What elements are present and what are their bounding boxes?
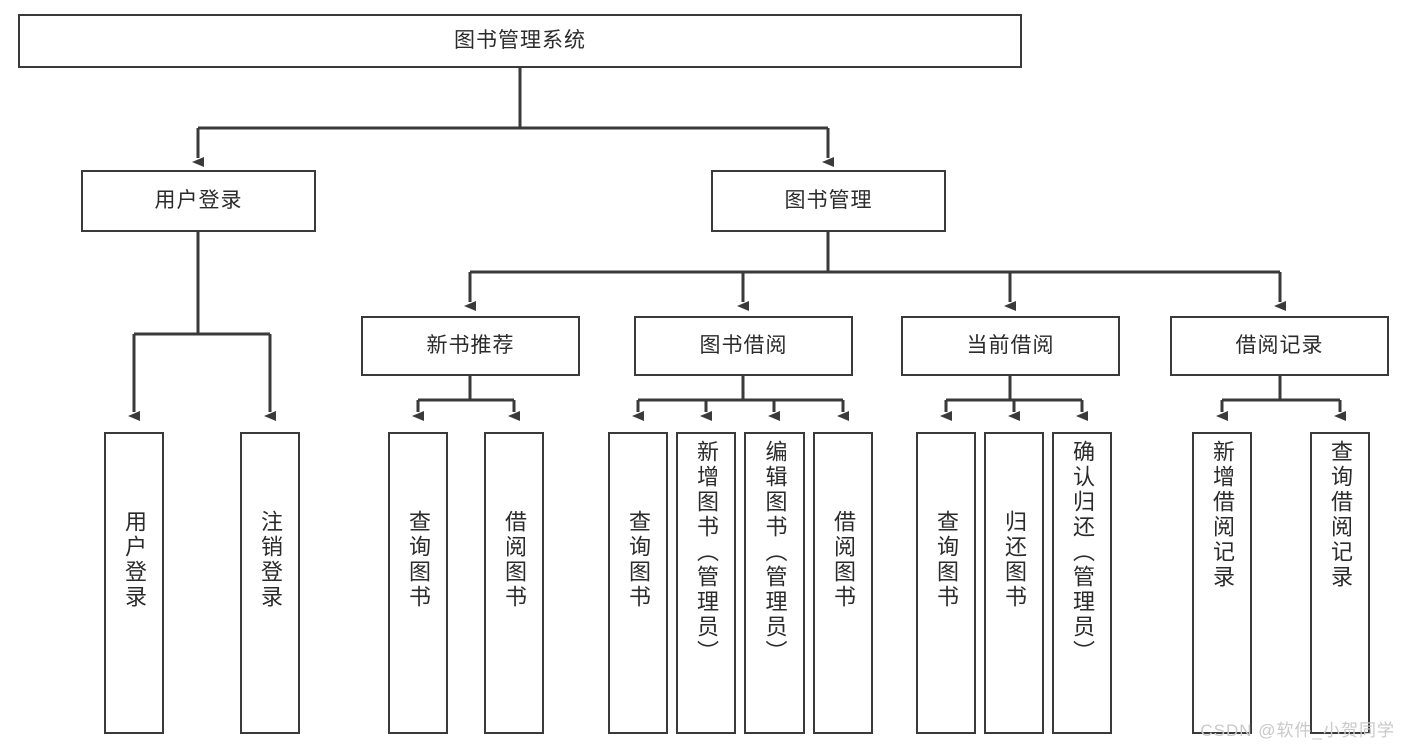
leaf-borrow-book-2[interactable]: 借阅图书: [813, 432, 873, 734]
leaf-borrow-book-2-label: 借阅图书: [831, 510, 856, 610]
leaf-user-login-label: 用户登录: [122, 510, 147, 610]
leaf-borrow-book-1[interactable]: 借阅图书: [484, 432, 544, 734]
node-user-login[interactable]: 用户登录: [81, 170, 316, 232]
node-user-login-label: 用户登录: [154, 188, 243, 212]
leaf-query-book-2-label: 查询图书: [626, 510, 651, 610]
node-book-borrow-label: 图书借阅: [699, 333, 788, 357]
leaf-query-book-2[interactable]: 查询图书: [608, 432, 668, 734]
node-current-borrow-label: 当前借阅: [966, 333, 1055, 357]
node-current-borrow[interactable]: 当前借阅: [901, 316, 1120, 376]
node-book-manage-label: 图书管理: [784, 188, 873, 212]
leaf-add-record[interactable]: 新增借阅记录: [1192, 432, 1252, 734]
leaf-add-book[interactable]: 新增图书（管理员）: [676, 432, 736, 734]
node-book-borrow[interactable]: 图书借阅: [634, 316, 853, 376]
node-borrow-record[interactable]: 借阅记录: [1170, 316, 1389, 376]
node-root-label: 图书管理系统: [454, 28, 586, 52]
leaf-query-record-label: 查询借阅记录: [1328, 440, 1353, 590]
leaf-query-book-3[interactable]: 查询图书: [916, 432, 976, 734]
leaf-logout[interactable]: 注销登录: [240, 432, 300, 734]
leaf-query-record[interactable]: 查询借阅记录: [1310, 432, 1370, 734]
leaf-query-book-3-label: 查询图书: [934, 510, 959, 610]
leaf-confirm-return[interactable]: 确认归还（管理员）: [1052, 432, 1112, 734]
node-book-manage[interactable]: 图书管理: [711, 170, 946, 232]
leaf-user-login[interactable]: 用户登录: [104, 432, 164, 734]
leaf-query-book-1-label: 查询图书: [406, 510, 431, 610]
leaf-edit-book-label: 编辑图书（管理员）: [762, 440, 788, 665]
leaf-confirm-return-label: 确认归还（管理员）: [1070, 440, 1095, 665]
leaf-return-book-label: 归还图书: [1002, 510, 1027, 610]
node-borrow-record-label: 借阅记录: [1235, 333, 1324, 357]
node-new-book-rec[interactable]: 新书推荐: [361, 316, 580, 376]
watermark: CSDN @软件_小贺同学: [1200, 721, 1395, 740]
leaf-borrow-book-1-label: 借阅图书: [502, 510, 527, 610]
leaf-logout-label: 注销登录: [258, 510, 283, 610]
leaf-return-book[interactable]: 归还图书: [984, 432, 1044, 734]
node-new-book-rec-label: 新书推荐: [426, 333, 515, 357]
leaf-query-book-1[interactable]: 查询图书: [388, 432, 448, 734]
leaf-add-record-label: 新增借阅记录: [1210, 440, 1235, 590]
leaf-edit-book[interactable]: 编辑图书（管理员）: [744, 432, 805, 734]
node-root[interactable]: 图书管理系统: [18, 14, 1022, 68]
leaf-add-book-label: 新增图书（管理员）: [694, 440, 719, 665]
